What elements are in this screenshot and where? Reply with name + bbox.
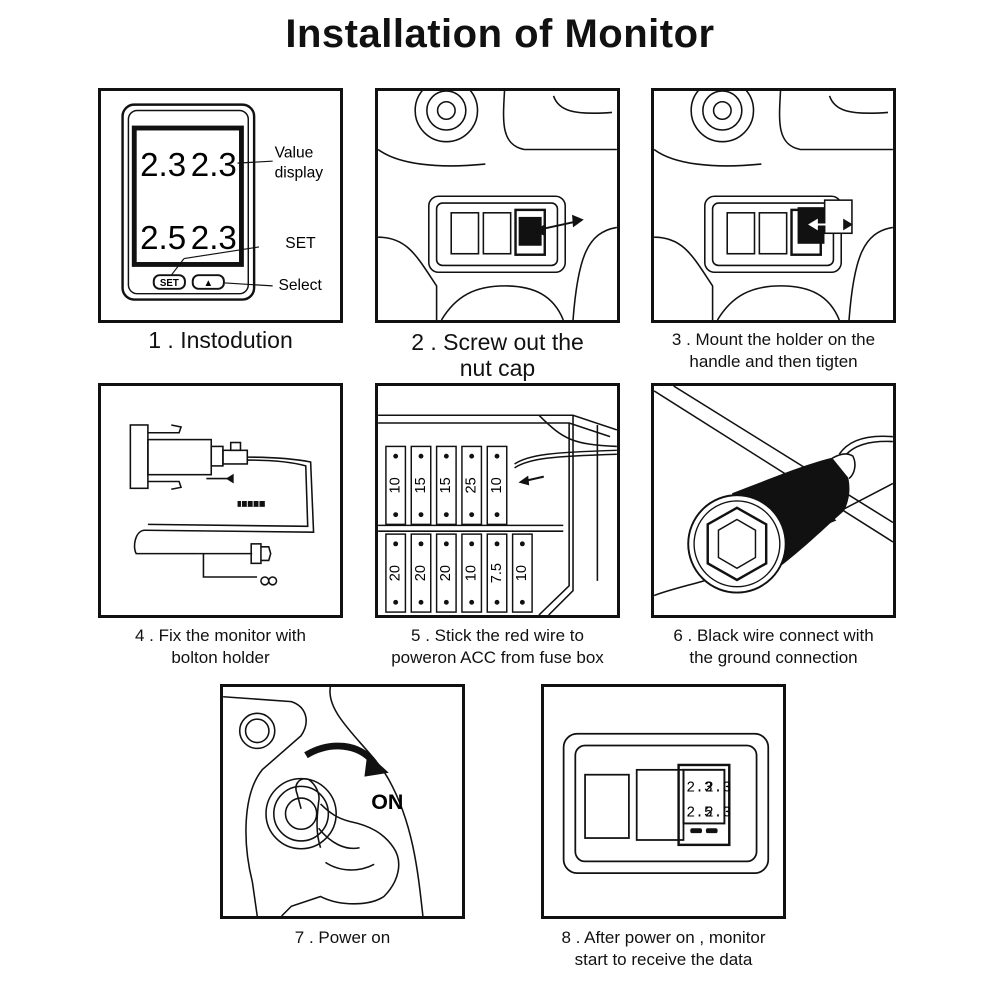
fuse (461, 533, 483, 613)
caption-step-7: 7 . Power on (294, 928, 391, 947)
fuse-pin (494, 599, 500, 605)
fuse-pin (443, 512, 449, 518)
panel-mount-holder (651, 88, 896, 323)
fuse-pin (494, 512, 500, 518)
fuse-rating-label: 10 (388, 477, 404, 493)
fuse-pin (418, 541, 424, 547)
fuse-pin (443, 541, 449, 547)
caption-step-5: 5 . Stick the red wire to poweron ACC fr… (391, 626, 604, 668)
fuse-pin (519, 599, 525, 605)
caption-step-1: 1 . Instodution (148, 327, 293, 353)
panel-screw-out-cap (375, 88, 620, 323)
fuse-pin (393, 599, 399, 605)
wiring-harness-illustration (129, 424, 315, 586)
fuse-pin (469, 512, 475, 518)
fuse-pin (443, 453, 449, 459)
fuse-pin (393, 541, 399, 547)
panel-ground-connection (651, 383, 896, 618)
on-label: ON (371, 790, 403, 814)
tyre-value-3: 2.5 (140, 220, 186, 257)
panel-fix-monitor (98, 383, 343, 618)
fuse-row-bottom: 20 20 20 10 7.5 10 (385, 533, 533, 613)
fuse-rating-label: 15 (438, 477, 454, 493)
fuse-rating-label: 20 (388, 565, 404, 581)
caption-step-2: 2 . Screw out the nut cap (411, 329, 584, 382)
mount-holder-illustration (654, 91, 893, 320)
ground-bolt-illustration (654, 386, 893, 597)
fuse-pin (494, 453, 500, 459)
fuse-pin (519, 541, 525, 547)
callout-select: Select (278, 277, 322, 294)
monitor-front-illustration: 2.3 2.3 2.5 2.3 SET ▲ Value display SET … (121, 103, 324, 301)
fuse (486, 533, 508, 613)
panel-fuse-box: 10 15 15 25 10 20 20 20 10 7.5 10 (375, 383, 620, 618)
tyre-value-4: 2.3 (191, 220, 237, 257)
installed-value-3: 2.5 (686, 806, 712, 822)
fuse-rating-label: 10 (464, 565, 480, 581)
set-button-label: SET (160, 278, 179, 289)
fuse-row-top: 10 15 15 25 10 (385, 445, 508, 526)
fuse (511, 533, 533, 613)
callout-value: Value (275, 144, 314, 161)
page-title: Installation of Monitor (285, 12, 715, 56)
fuse-pin (469, 541, 475, 547)
fuse-rating-label: 7.5 (489, 563, 505, 583)
fuse (385, 533, 407, 613)
select-button-label: ▲ (203, 278, 213, 289)
installed-value-4: 2.3 (705, 806, 731, 822)
callout-set: SET (285, 235, 316, 252)
fuse-pin (469, 453, 475, 459)
ignition-key-illustration: ON (223, 687, 424, 916)
fuse-pin (494, 541, 500, 547)
caption-step-4: 4 . Fix the monitor with bolton holder (134, 626, 306, 668)
fuse (410, 533, 432, 613)
panel-power-on: ON (220, 684, 465, 919)
callout-display: display (275, 165, 324, 182)
fuse-rating-label: 25 (464, 477, 480, 493)
dashboard-switch-illustration (378, 91, 617, 320)
fuse-box-illustration: 10 15 15 25 10 20 20 20 10 7.5 10 (378, 414, 617, 615)
fuse-rating-label: 20 (413, 565, 429, 581)
caption-step-6: 6 . Black wire connect with the ground c… (673, 626, 874, 668)
tyre-value-1: 2.3 (140, 147, 186, 184)
fuse (435, 445, 457, 526)
caption-step-8: 8 . After power on , monitor start to re… (561, 928, 766, 970)
fuse (486, 445, 508, 526)
caption-step-3: 3 . Mount the holder on the handle and t… (671, 330, 876, 372)
fuse (410, 445, 432, 526)
fuse-rating-label: 10 (489, 477, 505, 493)
fuse-pin (418, 599, 424, 605)
installed-value-1: 2.3 (686, 780, 712, 796)
fuse-pin (443, 599, 449, 605)
installed-value-2: 2.3 (705, 780, 731, 796)
panel-introduction: 2.3 2.3 2.5 2.3 SET ▲ Value display SET … (98, 88, 343, 323)
fuse-pin (393, 453, 399, 459)
fuse-pin (418, 512, 424, 518)
fuse-pin (393, 512, 399, 518)
fuse-rating-label: 15 (413, 477, 429, 493)
fuse-rating-label: 20 (438, 565, 454, 581)
fuse-pin (469, 599, 475, 605)
tyre-value-2: 2.3 (191, 147, 237, 184)
fuse (435, 533, 457, 613)
fuse (385, 445, 407, 526)
fuse-pin (418, 453, 424, 459)
installed-monitor-illustration: 2.3 2.3 2.5 2.3 (562, 732, 770, 875)
fuse (461, 445, 483, 526)
panel-monitor-installed: 2.3 2.3 2.5 2.3 (541, 684, 786, 919)
fuse-rating-label: 10 (514, 565, 530, 581)
